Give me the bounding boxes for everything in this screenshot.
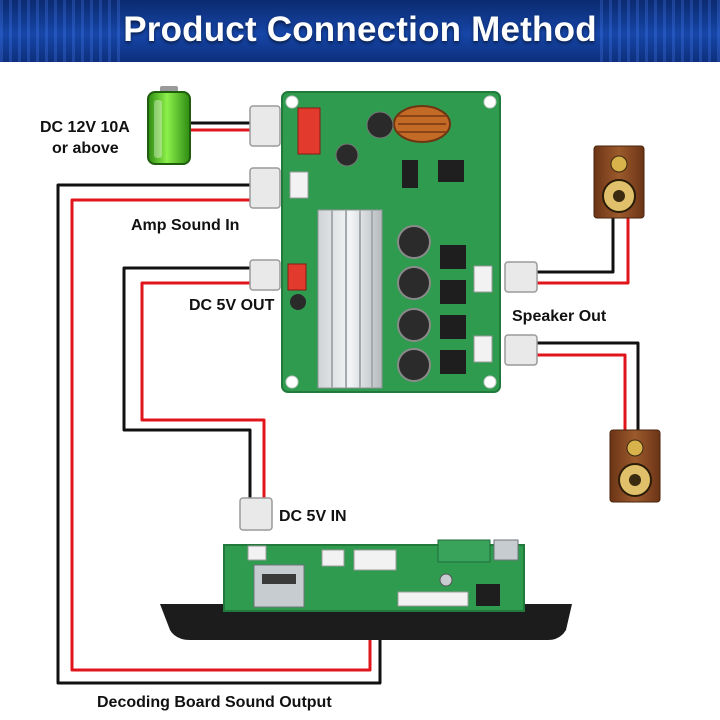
page-title: Product Connection Method [123, 10, 597, 49]
power-plug [249, 105, 281, 147]
speaker-bottom-wire-black [535, 341, 640, 430]
wires [56, 121, 640, 685]
power-label-line1: DC 12V 10A [40, 119, 130, 136]
amp-sound-in-label: Amp Sound In [131, 217, 240, 234]
speaker-out-label: Speaker Out [512, 308, 607, 325]
dc5v-out-plug [249, 259, 281, 291]
decoder-output-label: Decoding Board Sound Output [97, 694, 332, 711]
speaker-top-icon [593, 145, 645, 219]
speaker-top-wire-black [535, 218, 615, 274]
speaker-out-top-plug [504, 261, 538, 293]
dc5v-in-label: DC 5V IN [279, 508, 347, 525]
title-banner: Product Connection Method [0, 0, 720, 62]
speaker-top-wire-red [535, 218, 630, 285]
amplifier-board [281, 91, 501, 393]
dc5v-in-plug [239, 497, 273, 531]
amp-in-plug [249, 167, 281, 209]
power-label-line2: or above [52, 140, 119, 157]
battery-icon [147, 86, 191, 165]
decoding-board [160, 539, 572, 640]
speaker-out-bottom-plug [504, 334, 538, 366]
dc5v-wire-black [122, 266, 252, 498]
sound-wire-black [56, 183, 382, 685]
dc5v-wire-red [140, 281, 266, 498]
sound-wire-red [70, 198, 372, 672]
dc5v-out-label: DC 5V OUT [189, 297, 275, 314]
speaker-bottom-icon [609, 429, 661, 503]
speaker-bottom-wire-red [535, 353, 627, 430]
